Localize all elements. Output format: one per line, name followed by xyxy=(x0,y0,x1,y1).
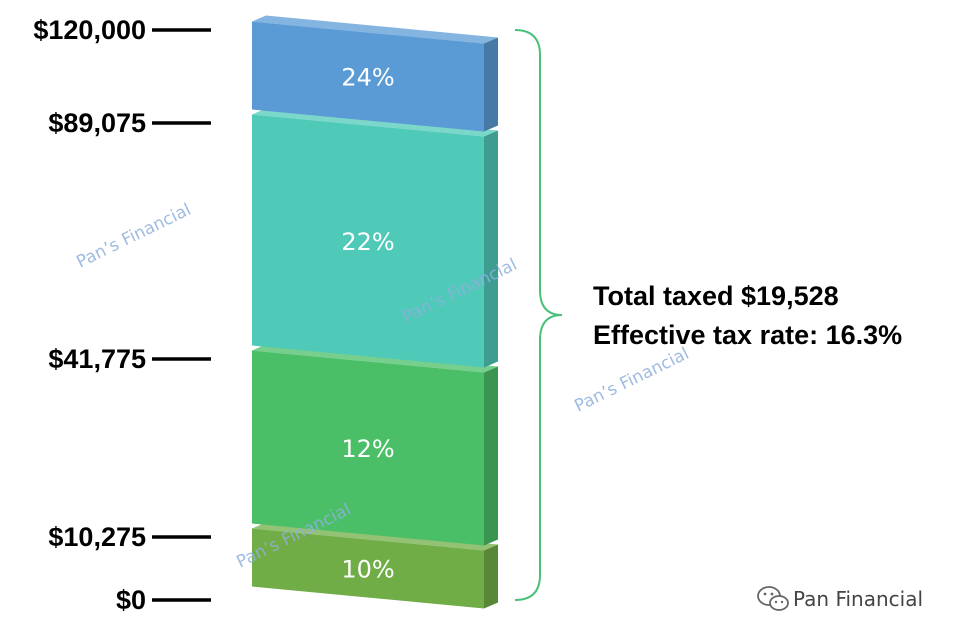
y-tick-label: $41,775 xyxy=(48,344,146,374)
watermark: Pan’s Financial xyxy=(73,200,194,273)
segment-front-face xyxy=(252,114,484,368)
y-tick-label: $10,275 xyxy=(48,522,146,552)
bracket-segment: 22% xyxy=(252,108,498,368)
wechat-icon xyxy=(757,586,789,611)
segment-top-face xyxy=(252,15,498,44)
segment-front-face xyxy=(252,350,484,546)
bracket-rate-label: 12% xyxy=(341,435,394,463)
segment-side-face xyxy=(484,130,498,368)
total-taxed-label: Total taxed $19,528 xyxy=(593,281,839,311)
bracket-segment: 24% xyxy=(252,15,498,132)
segment-top-face xyxy=(252,108,498,137)
segment-top-face xyxy=(252,344,498,373)
bracket-rate-label: 24% xyxy=(341,64,394,92)
segment-top-face xyxy=(252,522,498,551)
bracket-rate-label: 22% xyxy=(341,228,394,256)
bracket-stack: 10% 12% 22% 24% xyxy=(252,15,498,609)
segment-side-face xyxy=(484,37,498,132)
y-axis: $0 $10,275 $41,775 $89,075 $120,000 xyxy=(33,15,211,615)
segment-side-face xyxy=(484,544,498,609)
segment-front-face xyxy=(252,528,484,609)
brand-label: Pan Financial xyxy=(793,587,923,611)
segment-side-face xyxy=(484,366,498,546)
segment-front-face xyxy=(252,21,484,132)
bracket-segment: 10% xyxy=(252,522,498,609)
bracket-segment: 12% xyxy=(252,344,498,546)
y-tick-label: $120,000 xyxy=(33,15,146,45)
effective-rate-label: Effective tax rate: 16.3% xyxy=(593,320,902,350)
summary-annotation: Total taxed $19,528 Effective tax rate: … xyxy=(593,281,902,350)
y-tick-label: $0 xyxy=(116,585,146,615)
watermark: Pan’s Financial xyxy=(571,344,692,417)
y-tick-label: $89,075 xyxy=(48,108,146,138)
total-brace xyxy=(514,29,563,601)
bracket-rate-label: 10% xyxy=(341,556,394,584)
brand-mark: Pan Financial xyxy=(757,586,923,611)
